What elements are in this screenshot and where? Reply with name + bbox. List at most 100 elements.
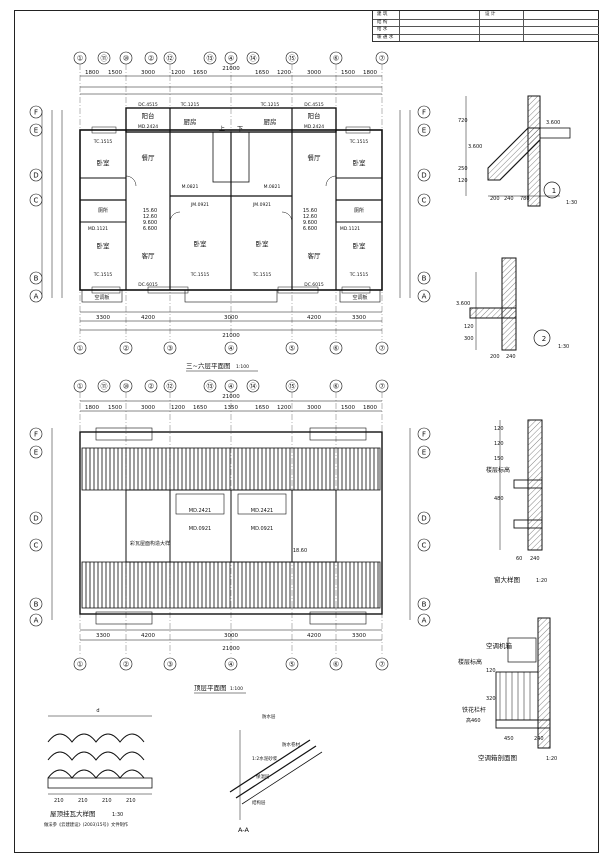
axis-label: B xyxy=(34,601,39,609)
elevation: 6.600 xyxy=(143,226,157,232)
dimension: 1650 xyxy=(255,70,269,76)
axis-label: ⑦ xyxy=(379,55,385,63)
title-block-cell: 建 筑 xyxy=(377,12,388,17)
axis-label: ⑫ xyxy=(167,55,174,63)
axis-label: ④ xyxy=(228,55,234,63)
elevation: 12.60 xyxy=(303,214,317,220)
dimension: 1200 xyxy=(277,405,291,411)
detail-scale: 1:20 xyxy=(536,578,547,584)
detail-scale: 1:20 xyxy=(546,756,557,762)
title-block-divider xyxy=(479,11,480,41)
dimension: d xyxy=(96,708,99,714)
room-label: 卧室 xyxy=(256,239,270,248)
dimension: 1500 xyxy=(108,405,122,411)
stair-label: 下 xyxy=(237,126,243,133)
stair-label: 上 xyxy=(219,125,225,133)
dimension: 3300 xyxy=(352,633,366,639)
dimension: 200 xyxy=(490,196,500,202)
dimension: 720 xyxy=(458,118,468,124)
dimension: 4200 xyxy=(141,633,155,639)
dimension: 1350 xyxy=(224,405,238,411)
room-label: 卧室 xyxy=(353,158,367,167)
door-label: TC.1215 xyxy=(180,102,200,108)
note: MD.0921 xyxy=(251,526,273,532)
dimension: 3000 xyxy=(307,70,321,76)
roof-tile-labels: d 210 210 210 210 屋顶挂瓦大样图 1:30 做法参《云建建设》… xyxy=(44,708,136,828)
axis-label: F xyxy=(422,431,426,439)
note: MD.2421 xyxy=(251,508,273,514)
elevation: 9.600 xyxy=(143,220,157,226)
axis-label: ⑦ xyxy=(379,661,385,669)
elevation: 6.600 xyxy=(303,226,317,232)
plan-2-notes: 彩瓦屋面构造大样 18.60 MD.0921 MD.0921 MD.2421 M… xyxy=(130,508,307,554)
dimension: 120 xyxy=(486,668,496,674)
elevation: 15.60 xyxy=(303,208,317,214)
axis-label: B xyxy=(422,601,427,609)
axis-label: A xyxy=(34,293,39,301)
dimension: 1800 xyxy=(85,70,99,76)
door-label: TC.1515 xyxy=(349,139,369,145)
dimension: 210 xyxy=(126,798,136,804)
detail-scale: 1:30 xyxy=(112,812,123,818)
detail-1-labels: 1 1:30 720 3.600 3.600 200 240 780 250 1… xyxy=(458,118,577,206)
detail-number: 2 xyxy=(542,335,546,343)
axis-label: ⑬ xyxy=(207,383,214,391)
dimension-total: 21000 xyxy=(222,333,240,339)
dimension-total: 21000 xyxy=(222,646,240,652)
axis-label: ⑭ xyxy=(250,383,257,391)
detail-scale: 1:30 xyxy=(566,200,577,206)
room-label: 卧室 xyxy=(194,239,208,248)
note: MD.0921 xyxy=(189,526,211,532)
ac-detail xyxy=(495,617,551,749)
dimension: 780 xyxy=(520,196,530,202)
dimension: 1500 xyxy=(341,405,355,411)
dimension: 1800 xyxy=(363,405,377,411)
elevation: 3.600 xyxy=(546,120,560,126)
dimension: 240 xyxy=(534,736,544,742)
elevation: 3.600 xyxy=(468,144,482,150)
layer-label: 防水层 xyxy=(262,713,276,720)
dimension: 120 xyxy=(494,441,504,447)
axis-label: ⑤ xyxy=(289,345,295,353)
window-detail-labels: 楼层标高 120 120 150 480 60 240 窗大样图 1:20 xyxy=(486,426,547,584)
axis-label: ② xyxy=(123,661,129,669)
dimension: 250 xyxy=(458,166,468,172)
axis-label: E xyxy=(34,127,38,135)
layer-label: 保温层 xyxy=(256,773,270,780)
axis-label: A xyxy=(34,617,39,625)
detail-title: 屋顶挂瓦大样图 xyxy=(50,809,96,818)
axis-label: ④ xyxy=(228,345,234,353)
section-aa xyxy=(229,730,323,820)
axis-label: ⑥ xyxy=(333,383,339,391)
door-label: M.0821 xyxy=(182,184,199,190)
door-label: DC.4515 xyxy=(304,102,324,108)
dimension: 3000 xyxy=(224,315,238,321)
room-label: 客厅 xyxy=(308,251,322,260)
dimension: 1800 xyxy=(363,70,377,76)
dimension: 120 xyxy=(464,324,474,330)
detail-title: 窗大样图 xyxy=(494,575,520,584)
plan-2-title: 顶层平面图 1:100 xyxy=(194,684,246,694)
plan-2 xyxy=(51,392,411,656)
detail-1 xyxy=(465,95,571,207)
door-label: TC.1515 xyxy=(190,272,210,278)
axis-label: C xyxy=(34,197,39,205)
axis-label: F xyxy=(34,431,38,439)
ac-detail-labels: 空调机箱 楼层标高 铁花栏杆 高460 450 240 320 120 空调箱剖… xyxy=(458,641,557,762)
axis-label: ④ xyxy=(228,661,234,669)
axis-label: ② xyxy=(123,345,129,353)
dimension: 1200 xyxy=(171,70,185,76)
room-label: 空调板 xyxy=(94,294,109,301)
plan-2-axis-bubbles: ① ⑪ ⑩ ② ⑫ ⑬ ④ ⑭ ⑮ ⑥ ⑦ ① ② ③ ④ ⑤ ⑥ ⑦ F E … xyxy=(29,379,431,671)
axis-label: ⑭ xyxy=(250,55,257,63)
axis-label: E xyxy=(422,127,426,135)
axis-label: ④ xyxy=(228,383,234,391)
axis-label: ⑤ xyxy=(289,661,295,669)
axis-label: ③ xyxy=(167,661,173,669)
dimension: 4200 xyxy=(141,315,155,321)
door-label: MD.1121 xyxy=(88,226,108,232)
dimension: 3000 xyxy=(224,633,238,639)
door-label: DC.6015 xyxy=(304,282,324,288)
axis-label: E xyxy=(34,449,38,457)
